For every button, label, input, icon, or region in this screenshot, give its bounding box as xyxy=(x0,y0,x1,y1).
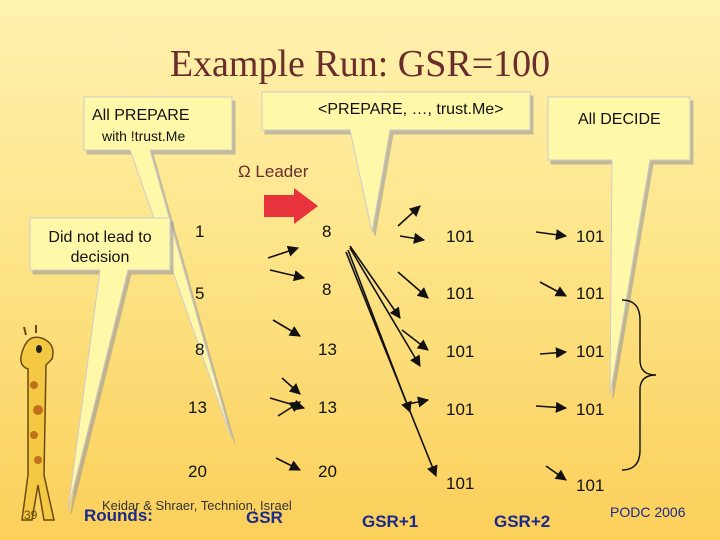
callout-did-not-lead xyxy=(29,217,171,511)
decide-brace xyxy=(621,299,657,471)
node-round3-p5: 101 xyxy=(576,476,605,495)
round-gsr: GSR xyxy=(246,508,283,527)
node-round3-p2: 101 xyxy=(576,284,605,303)
footer-authors: Keidar & Shraer, Technion, Israel xyxy=(102,498,292,513)
callout-prepare-message xyxy=(261,91,531,233)
node-round1-p2: 8 xyxy=(322,280,332,299)
label-did-not-lead: Did not lead to decision xyxy=(48,229,152,266)
node-round2-p1: 101 xyxy=(446,227,475,246)
callout-all-prepare xyxy=(83,96,233,441)
node-round1-p5: 20 xyxy=(318,462,337,481)
leader-arrow xyxy=(264,188,318,224)
node-round3-p3: 101 xyxy=(576,342,605,361)
node-round1-p4: 13 xyxy=(318,398,337,417)
node-round2-p3: 101 xyxy=(446,342,475,361)
arrows-leader-fan xyxy=(345,245,438,478)
page-number: 39 xyxy=(24,508,38,522)
round-gsr-plus-2: GSR+2 xyxy=(494,512,551,531)
node-round2-p5: 101 xyxy=(446,474,475,493)
label-all-decide: All DECIDE xyxy=(578,111,661,128)
node-round0-p3: 8 xyxy=(195,340,205,359)
node-round3-p4: 101 xyxy=(576,400,605,419)
node-round0-p5: 20 xyxy=(188,462,207,481)
round-gsr-plus-1: GSR+1 xyxy=(362,512,419,531)
label-all-prepare: All PREPARE with !trust.Me xyxy=(92,107,190,144)
callout-all-decide xyxy=(547,96,691,396)
omega-leader-label: Ω Leader xyxy=(238,162,309,181)
node-round1-p3: 13 xyxy=(318,340,337,359)
footer-venue: PODC 2006 xyxy=(610,504,686,520)
node-round2-p2: 101 xyxy=(446,284,475,303)
arrows-round-1 xyxy=(267,245,306,471)
node-round3-p1: 101 xyxy=(576,227,605,246)
node-round0-p4: 13 xyxy=(188,398,207,417)
slide-title: Example Run: GSR=100 xyxy=(169,43,551,85)
arrows-round-2 xyxy=(397,205,430,408)
rounds-label: Rounds: xyxy=(84,506,153,525)
node-round2-p4: 101 xyxy=(446,400,475,419)
label-prepare-message: <PREPARE, …, trust.Me> xyxy=(318,101,504,118)
node-round0-p2: 5 xyxy=(195,284,205,303)
arrows-round-3 xyxy=(535,229,568,481)
node-round1-p1: 8 xyxy=(322,222,332,241)
node-round0-p1: 1 xyxy=(195,222,205,241)
giraffe-logo xyxy=(20,325,55,521)
